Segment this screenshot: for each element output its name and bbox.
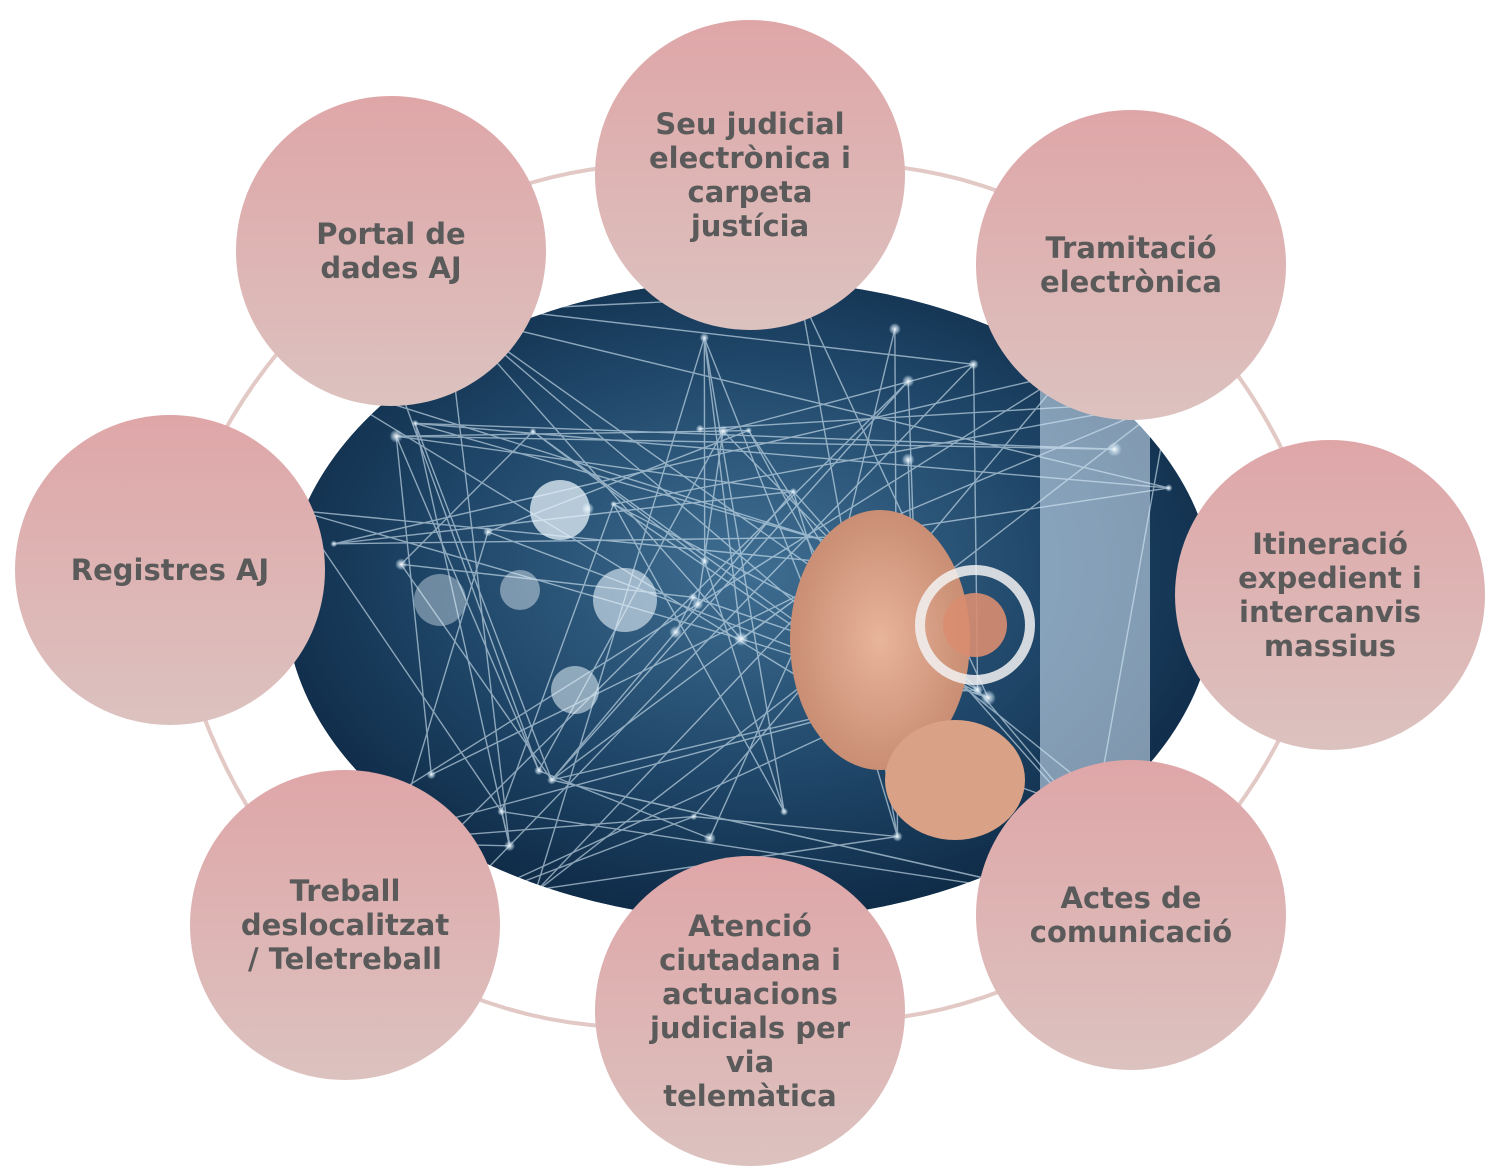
network-line: [430, 591, 806, 776]
network-dot: [780, 807, 789, 816]
network-line: [395, 435, 540, 771]
node-circle: [15, 415, 325, 725]
network-dot: [534, 766, 544, 776]
network-line: [612, 503, 785, 813]
network-dot: [901, 453, 915, 467]
network-line: [500, 503, 615, 812]
network-line: [500, 811, 511, 847]
network-dot: [530, 886, 541, 898]
network-line: [396, 435, 1115, 450]
network-line: [446, 363, 975, 912]
network-line: [703, 337, 807, 593]
network-dot: [902, 374, 915, 388]
network-dot: [968, 359, 979, 370]
network-dot: [497, 807, 506, 816]
node-circle: [976, 760, 1286, 1070]
network-line: [415, 422, 1115, 450]
network-dot: [980, 690, 996, 706]
node-label: Actes de comunicació: [1029, 881, 1233, 949]
node-seu-judicial: Seu judicial electrònica i carpeta justí…: [595, 20, 905, 330]
node-circle: [595, 20, 905, 330]
network-dot: [330, 540, 338, 548]
network-line: [444, 303, 511, 846]
node-circle: [595, 856, 905, 1166]
network-dot: [547, 775, 557, 785]
network-line: [675, 596, 694, 633]
network-dot: [703, 832, 716, 845]
hand-pointing-icon: [790, 510, 1035, 840]
network-line: [613, 400, 1170, 505]
network-dot: [411, 419, 419, 427]
node-circles: [15, 20, 1485, 1166]
network-line: [551, 380, 909, 781]
network-line: [414, 423, 553, 781]
network-line: [703, 337, 742, 639]
network-dot: [504, 840, 516, 852]
network-line: [538, 770, 711, 839]
node-portal: Portal de dades AJ: [236, 96, 546, 406]
node-circle: [976, 110, 1286, 420]
network-line: [704, 560, 785, 812]
network-dot: [695, 424, 705, 434]
network-dot: [669, 625, 683, 639]
network-dot: [688, 592, 698, 602]
network-dot: [395, 558, 408, 571]
node-circle: [1175, 440, 1485, 750]
node-actes: Actes de comunicació: [976, 760, 1286, 1070]
node-label: Registres AJ: [70, 553, 270, 587]
network-dot: [699, 332, 710, 343]
network-dot: [389, 429, 403, 443]
network-dot: [733, 631, 749, 647]
network-dot: [745, 427, 752, 434]
network-dot: [426, 769, 436, 780]
network-line: [400, 563, 553, 781]
network-dot: [789, 487, 797, 496]
node-registres: Registres AJ: [15, 415, 325, 725]
network-line: [296, 509, 742, 640]
network-line: [295, 509, 503, 812]
network-dot: [700, 556, 710, 566]
network-line: [551, 591, 806, 781]
node-treball: Treball deslocalitzat / Teletreball: [190, 770, 500, 1080]
network-dot: [1165, 484, 1173, 492]
network-line: [414, 423, 511, 846]
network-dot: [529, 427, 537, 435]
network-line: [395, 436, 433, 775]
network-line: [451, 311, 831, 581]
network-dot: [717, 425, 729, 437]
node-label: Itineració expedient i intercanvis massi…: [1238, 527, 1422, 663]
node-label: Seu judicial electrònica i carpeta justí…: [649, 107, 851, 243]
network-dot: [1107, 441, 1122, 457]
network-line: [333, 372, 1066, 545]
node-atencio: Atenció ciutadana i actuacions judicials…: [595, 856, 905, 1166]
node-circle: [190, 770, 500, 1080]
network-dot: [888, 322, 901, 336]
network-line: [414, 422, 833, 544]
node-circle: [236, 96, 546, 406]
network-dot: [972, 684, 984, 696]
network-line: [404, 372, 1067, 789]
node-label: Treball deslocalitzat / Teletreball: [240, 874, 450, 976]
node-tramitacio: Tramitació electrònica: [976, 110, 1286, 420]
network-line: [400, 430, 534, 565]
network-line: [534, 579, 832, 893]
node-itineracio: Itineració expedient i intercanvis massi…: [1175, 440, 1485, 750]
network-line: [451, 311, 742, 640]
network-dot: [610, 500, 617, 508]
network-dot: [690, 813, 698, 821]
network-dot: [483, 527, 493, 537]
network-line: [532, 430, 706, 562]
network-line: [333, 536, 845, 545]
node-label: Portal de dades AJ: [316, 217, 466, 285]
blurred-bokeh: [414, 480, 657, 714]
network-line: [844, 328, 896, 538]
node-label: Tramitació electrònica: [1040, 231, 1222, 299]
network-dot: [892, 831, 903, 842]
node-label: Atenció ciutadana i actuacions judicials…: [649, 909, 850, 1113]
